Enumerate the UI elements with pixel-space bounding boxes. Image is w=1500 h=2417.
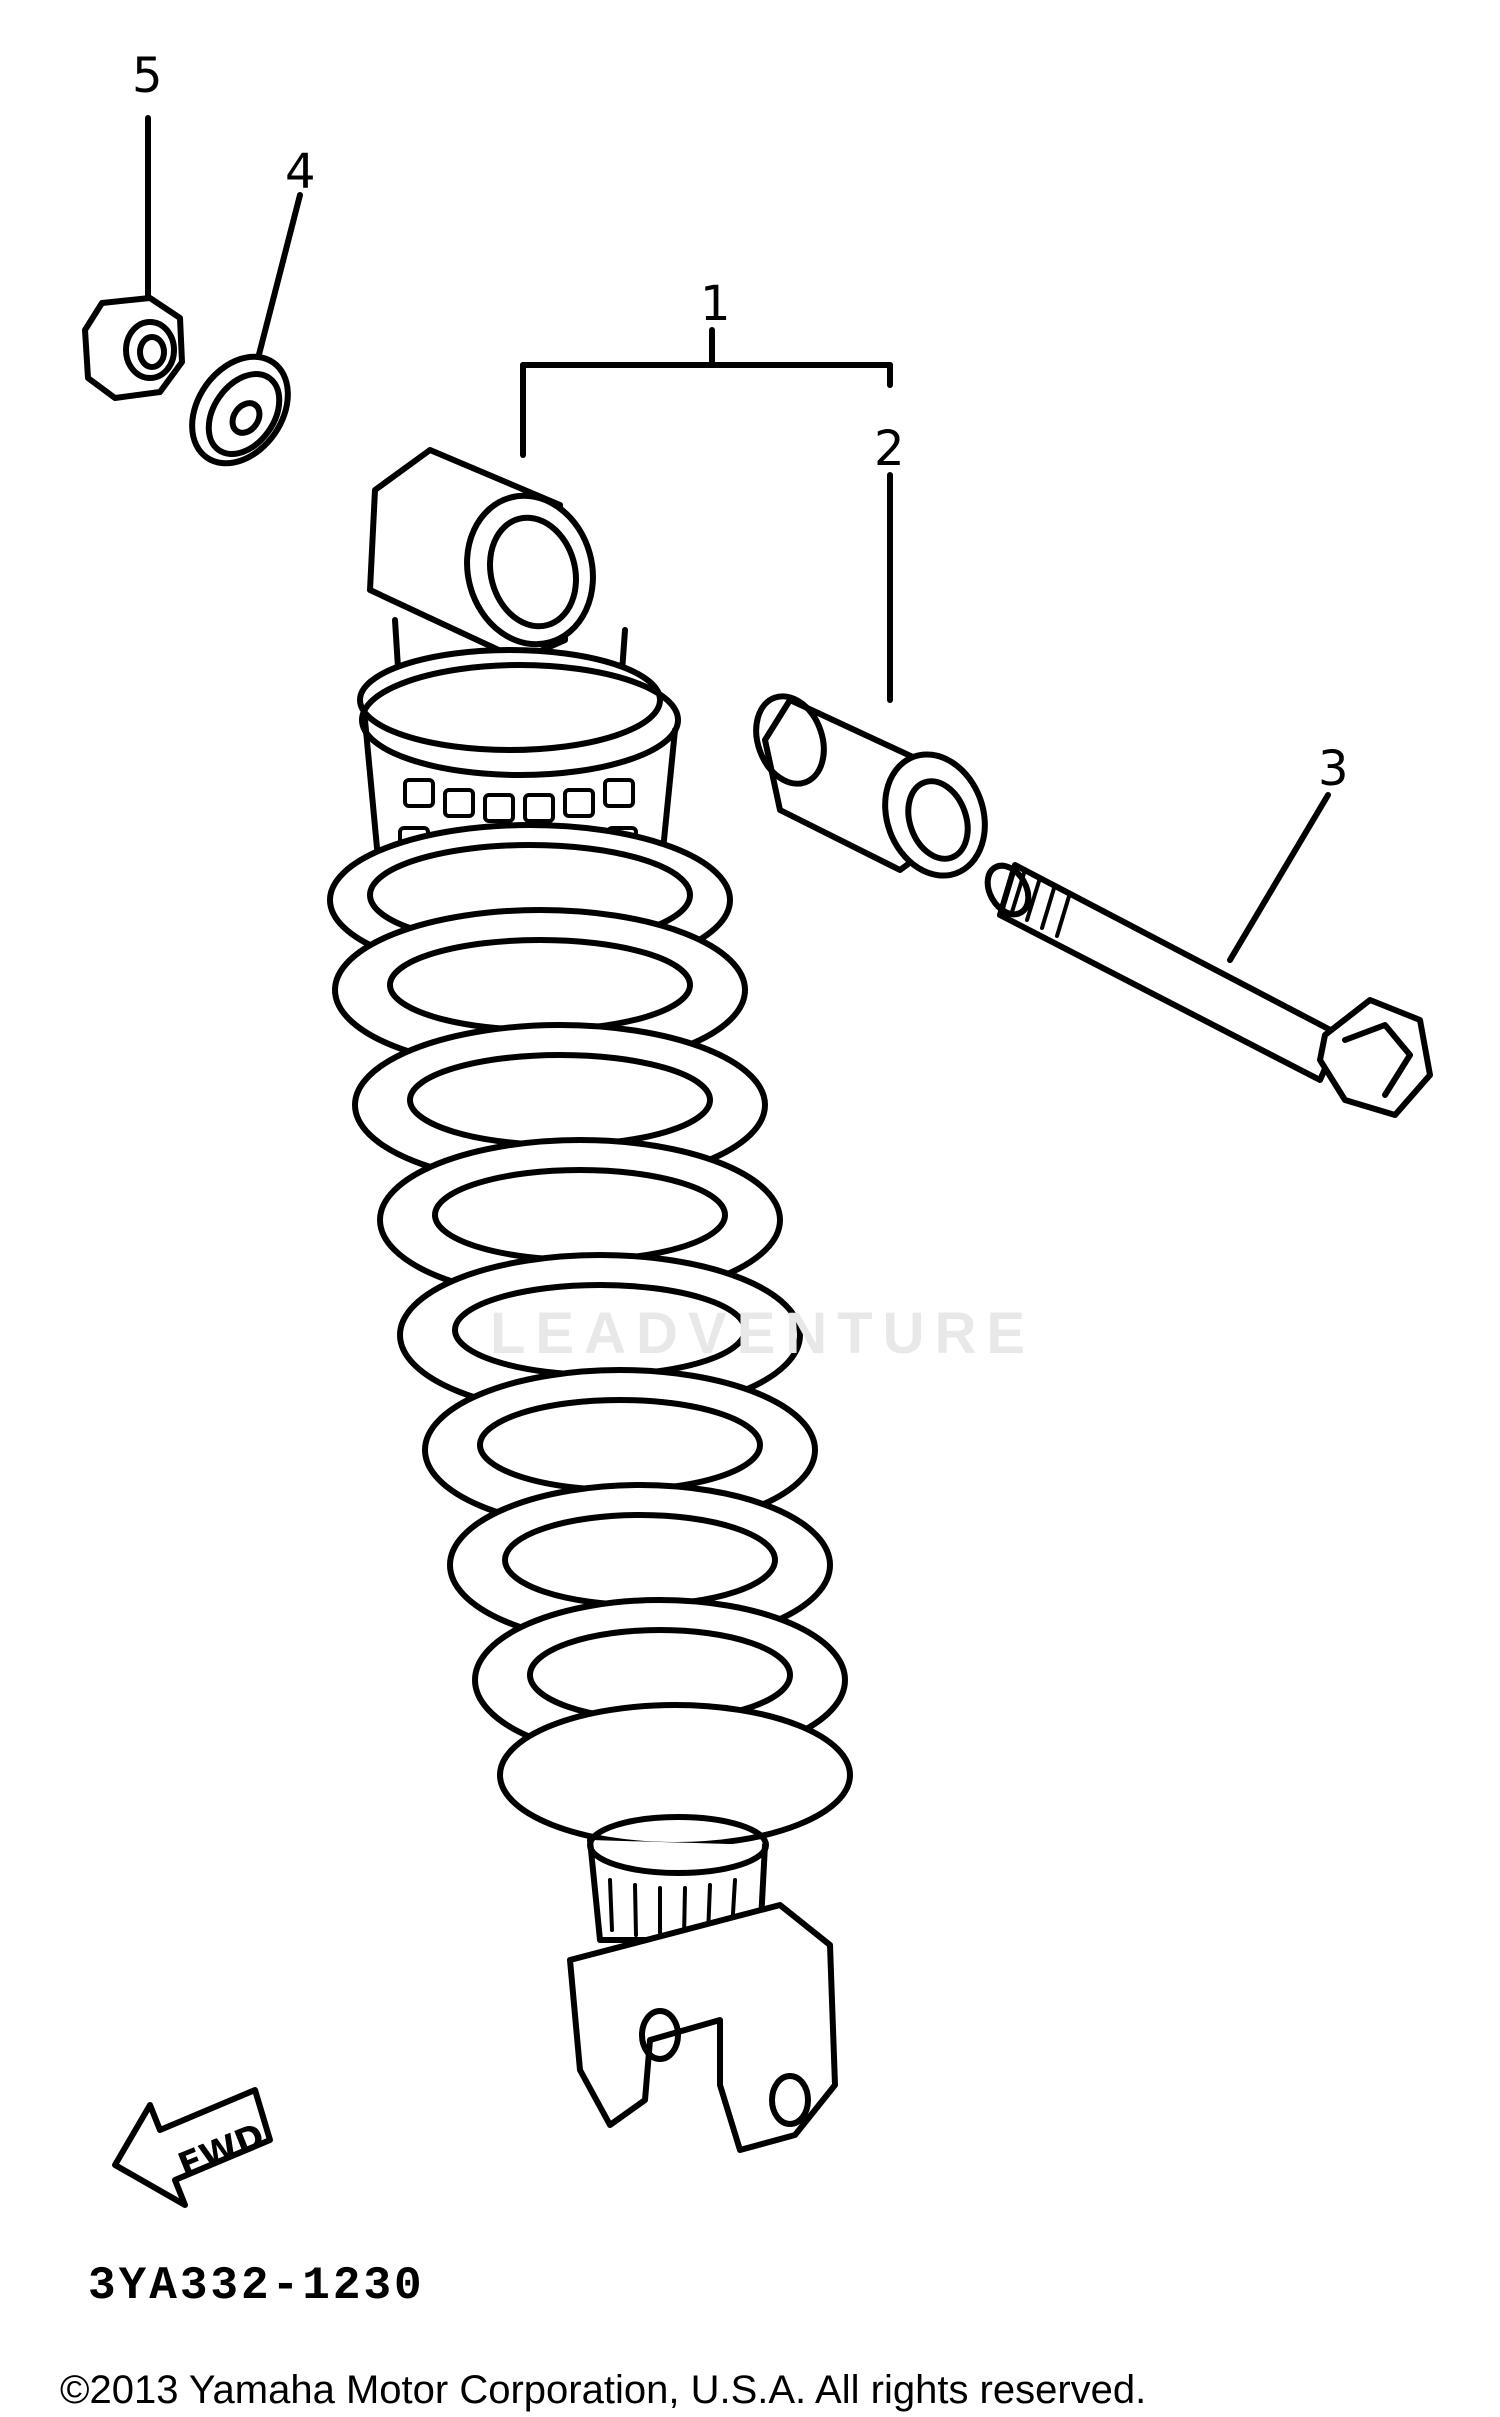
watermark-text: LEADVENTURE	[490, 1301, 1036, 1366]
callout-4: 4	[285, 144, 316, 200]
fwd-arrow-icon	[112, 2087, 273, 2208]
copyright-notice: ©2013 Yamaha Motor Corporation, U.S.A. A…	[60, 2368, 1147, 2412]
callout-1: 1	[700, 276, 731, 332]
nut-part	[82, 295, 185, 401]
washer-part	[189, 353, 291, 467]
callout-2: 2	[874, 421, 905, 477]
leader-lines	[145, 115, 1331, 963]
diagram-code: 3YA332-1230	[88, 2260, 425, 2312]
callout-5: 5	[132, 48, 163, 104]
callout-3: 3	[1318, 741, 1349, 797]
bushing-part	[753, 693, 988, 879]
shock-absorber-part	[327, 447, 853, 2153]
bolt-part	[984, 862, 1433, 1118]
